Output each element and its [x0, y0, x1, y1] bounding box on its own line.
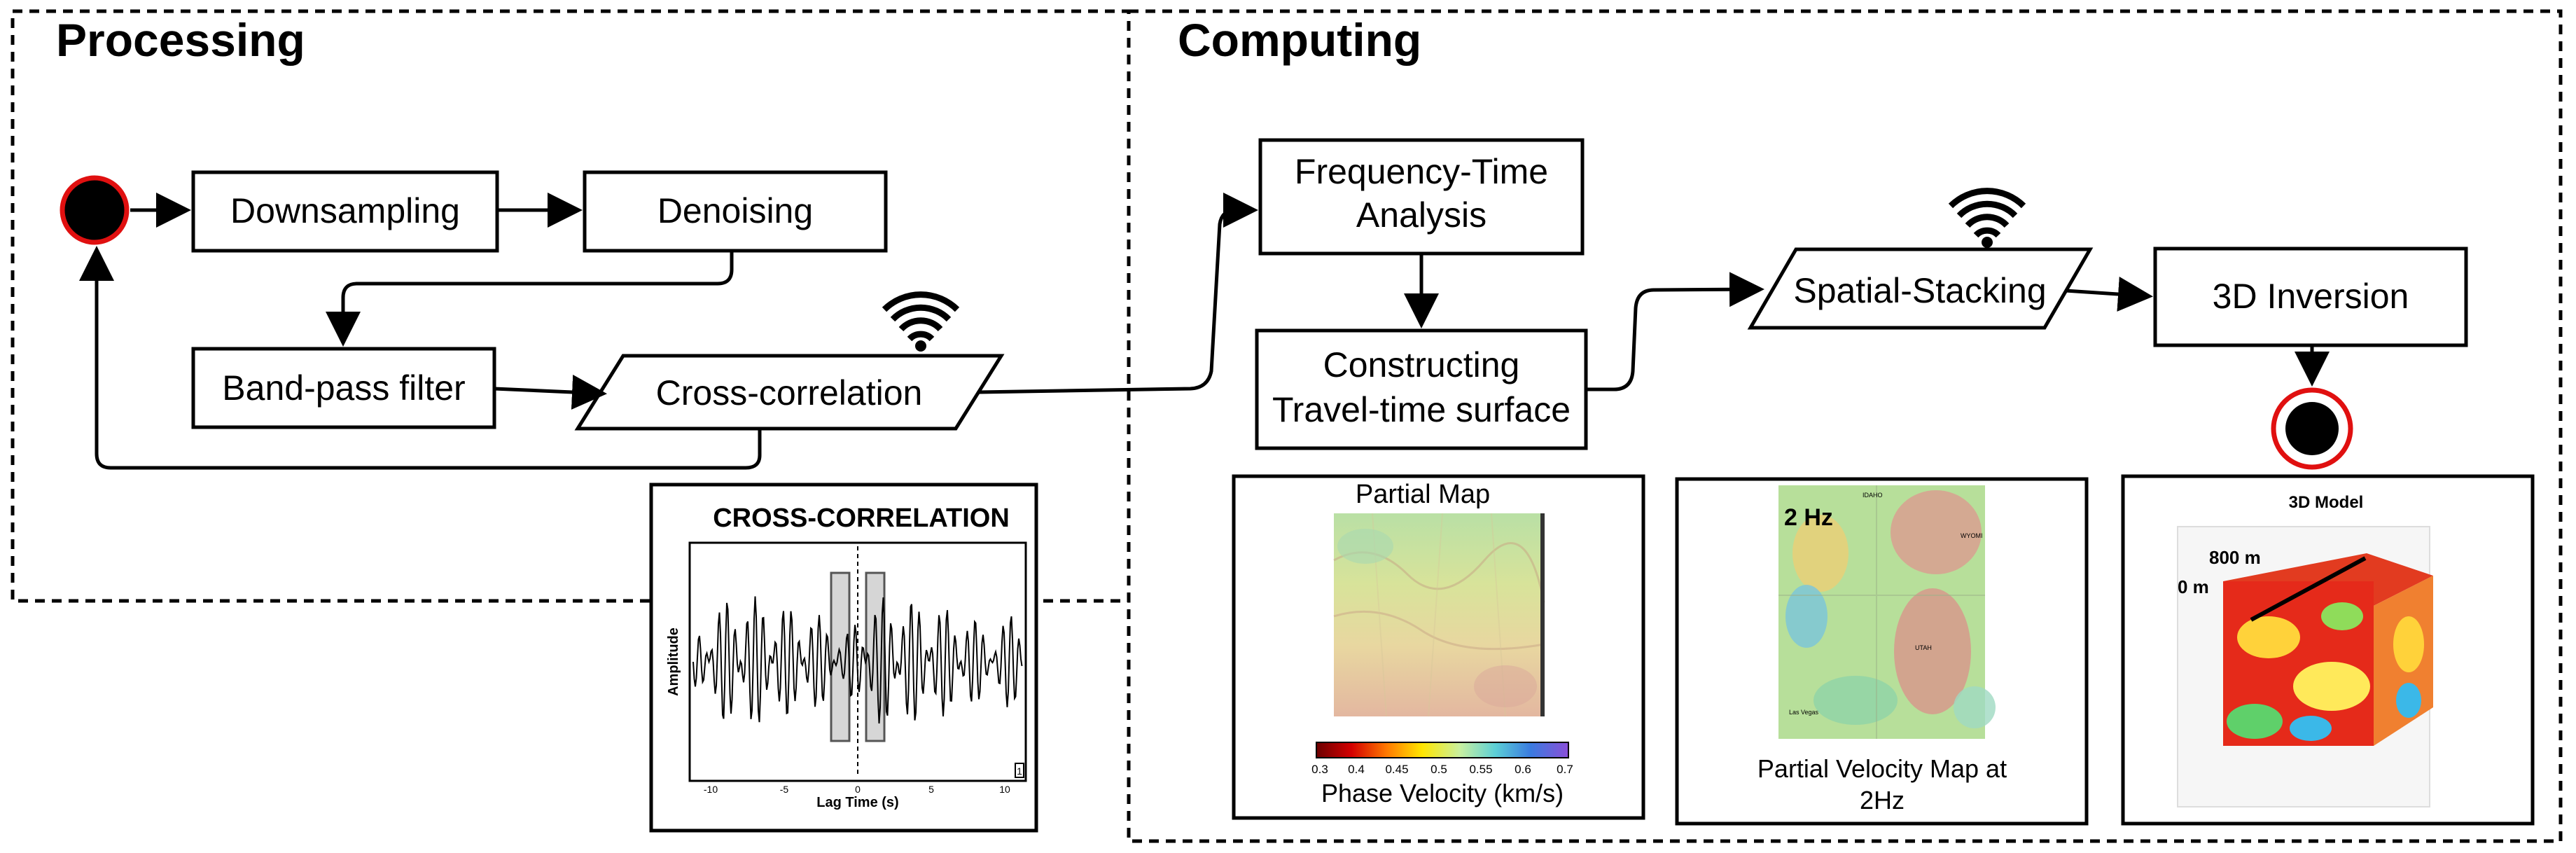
model-3d-title: 3D Model — [2289, 493, 2364, 512]
bandpass-label: Band-pass filter — [222, 368, 465, 408]
partial-map-title: Partial Map — [1356, 480, 1490, 509]
cc-window-left — [830, 571, 851, 742]
bandpass-box[interactable]: Band-pass filter — [191, 347, 496, 429]
freq-time-label-1: Frequency-Time — [1295, 152, 1548, 191]
start-node-icon — [60, 175, 130, 245]
inversion-box[interactable]: 3D Inversion — [2153, 247, 2468, 347]
velocity-map-panel: 2 Hz IDAHO WYOMI UTAH Las Vegas Partial … — [1675, 477, 2089, 826]
cc-ylabel: Amplitude — [666, 627, 681, 696]
partial-map-image — [1333, 513, 1545, 717]
spatial-stacking-label: Spatial-Stacking — [1793, 271, 2046, 310]
cc-xtick-3: 5 — [928, 784, 934, 795]
denoising-label: Denoising — [657, 191, 813, 230]
connectors — [79, 193, 2330, 470]
processing-frame — [11, 9, 1131, 603]
edge-denoising-bandpass — [326, 251, 734, 347]
cross-correlation-panel: CROSS-CORRELATION Amplitude Lag Time (s)… — [649, 483, 1038, 833]
cbar-tick-2: 0.45 — [1385, 763, 1408, 776]
model-3d-cube — [2223, 553, 2433, 746]
cbar-tick-1: 0.4 — [1348, 763, 1365, 776]
constructing-label-1: Constructing — [1323, 345, 1520, 384]
edge-crosscorr-start — [79, 246, 762, 470]
denoising-box[interactable]: Denoising — [583, 170, 888, 253]
crosscorr-box[interactable]: Cross-correlation — [574, 354, 1005, 431]
spatial-stacking-box[interactable]: Spatial-Stacking — [1747, 247, 2094, 330]
cc-xlabel: Lag Time (s) — [816, 795, 898, 810]
freq-time-label-2: Analysis — [1356, 195, 1487, 235]
cbar-tick-4: 0.55 — [1469, 763, 1492, 776]
place-label-las-vegas: Las Vegas — [1789, 709, 1819, 716]
model-depth-top: 800 m — [2209, 547, 2261, 568]
wireless-icon — [1948, 188, 2026, 248]
downsampling-label: Downsampling — [230, 191, 460, 230]
crosscorr-label: Cross-correlation — [656, 373, 923, 412]
cc-corner-mark: 1 — [1017, 765, 1022, 777]
model-profile-line — [2250, 556, 2367, 622]
colorbar — [1316, 742, 1569, 758]
velocity-map-image — [1778, 485, 1996, 739]
computing-title: Computing — [1178, 14, 1421, 66]
cbar-tick-6: 0.7 — [1557, 763, 1573, 776]
colorbar-label: Phase Velocity (km/s) — [1321, 779, 1564, 807]
inversion-label: 3D Inversion — [2213, 277, 2409, 316]
edge-stacking-inversion — [2065, 277, 2153, 312]
downsampling-box[interactable]: Downsampling — [191, 170, 499, 253]
cc-xtick-2: 0 — [855, 784, 861, 795]
processing-title: Processing — [56, 14, 305, 66]
edge-constructing-stacking — [1586, 272, 1764, 391]
cbar-tick-3: 0.5 — [1430, 763, 1447, 776]
constructing-box[interactable]: Constructing Travel-time surface — [1255, 328, 1588, 450]
partial-map-panel: Partial Map 0.3 0.4 0.45 0.5 0.55 0.6 0.… — [1232, 474, 1645, 820]
edge-crosscorr-freqtime — [978, 193, 1258, 394]
model-depth-zero: 0 m — [2178, 576, 2209, 597]
cc-title: CROSS-CORRELATION — [713, 504, 1010, 533]
cc-xtick-4: 10 — [999, 784, 1010, 795]
end-node-icon — [2271, 387, 2353, 470]
cbar-tick-5: 0.6 — [1515, 763, 1531, 776]
cc-xtick-0: -10 — [704, 784, 718, 795]
velocity-map-badge: 2 Hz — [1784, 504, 1833, 531]
cc-xtick-1: -5 — [780, 784, 789, 795]
model-3d-panel: 3D Model 800 m 0 m — [2121, 474, 2535, 826]
velocity-caption-2: 2Hz — [1860, 786, 1905, 814]
velocity-caption-1: Partial Velocity Map at — [1757, 754, 2007, 783]
wireless-icon — [882, 291, 960, 352]
place-label-utah: UTAH — [1915, 644, 1932, 651]
cbar-tick-0: 0.3 — [1311, 763, 1328, 776]
constructing-label-2: Travel-time surface — [1272, 390, 1571, 429]
freq-time-box[interactable]: Frequency-Time Analysis — [1258, 138, 1585, 256]
edge-bandpass-crosscorr — [494, 375, 607, 410]
place-label-idaho: IDAHO — [1863, 492, 1883, 499]
place-label-wyoming: WYOMI — [1961, 532, 1983, 539]
computing-frame — [1127, 9, 2563, 843]
